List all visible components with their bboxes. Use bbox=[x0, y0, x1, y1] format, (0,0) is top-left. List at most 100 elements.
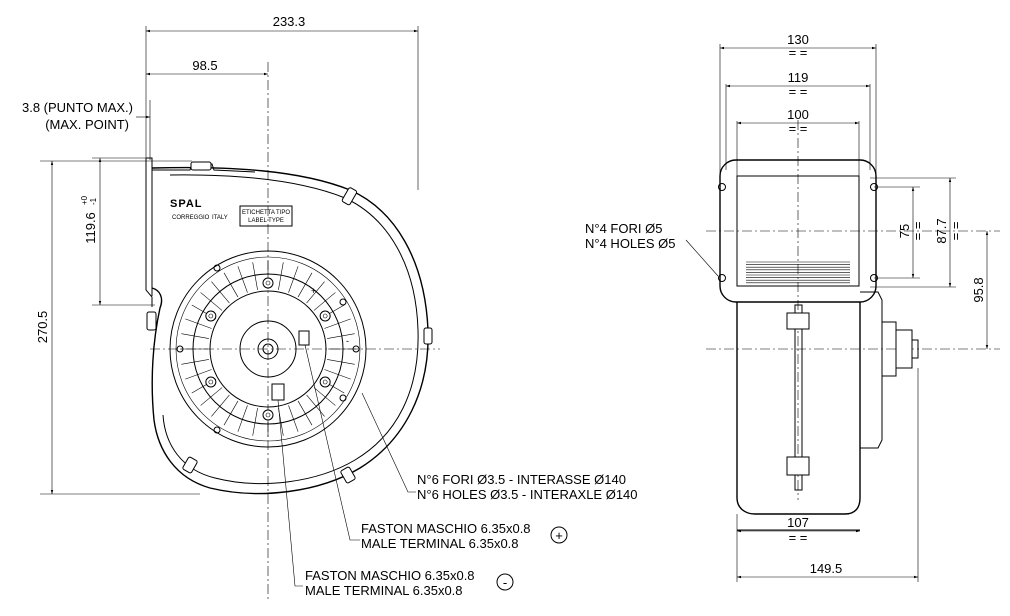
motor-body-circle bbox=[209, 290, 327, 408]
dim-270-5: 270.5 bbox=[35, 311, 50, 344]
mounting-hole-center bbox=[322, 313, 328, 319]
impeller-ring-2 bbox=[175, 256, 361, 442]
mounting-hole-center bbox=[265, 412, 271, 418]
cooling-fin bbox=[324, 369, 351, 380]
mount-dot-6 bbox=[352, 345, 360, 353]
note-max-point-it: 3.8 (PUNTO MAX.) bbox=[22, 100, 133, 115]
mount-dot-2 bbox=[339, 298, 347, 306]
cooling-fin bbox=[252, 408, 258, 436]
side-holes-leader bbox=[685, 239, 719, 277]
polarity-plus-mark: + bbox=[311, 286, 316, 296]
cooling-fin bbox=[181, 359, 209, 365]
dim-149-5: 149.5 bbox=[810, 561, 843, 576]
mounting-hole bbox=[205, 376, 217, 388]
holes-note-en: N°6 HOLES Ø3.5 - INTERAXLE Ø140 bbox=[417, 487, 638, 502]
side-hole-bl bbox=[718, 274, 726, 282]
mounting-hole bbox=[319, 376, 331, 388]
mounting-holes-front bbox=[205, 277, 331, 421]
mounting-hole bbox=[262, 409, 274, 421]
cooling-fin bbox=[313, 292, 336, 311]
dim-87-7: 87.7 bbox=[934, 218, 949, 243]
dim-130: 130 bbox=[787, 32, 809, 47]
side-view: 130 = = 119 = = 100 = = N°4 FORI Ø5 bbox=[585, 32, 1000, 582]
impeller-outer-ring bbox=[169, 250, 367, 448]
side-shaft-collar-top bbox=[786, 312, 810, 330]
side-scroll-body bbox=[736, 302, 861, 515]
terminal-minus-en: MALE TERMINAL 6.35x0.8 bbox=[305, 583, 463, 598]
minus-symbol: - bbox=[503, 575, 507, 590]
dim-75-eq: = = bbox=[910, 222, 925, 241]
dim-98-5: 98.5 bbox=[192, 58, 217, 73]
dim-233-3: 233.3 bbox=[273, 14, 306, 29]
cooling-fin bbox=[327, 333, 355, 339]
terminal-plus-it: FASTON MASCHIO 6.35x0.8 bbox=[361, 521, 531, 536]
side-hole-tl bbox=[718, 183, 726, 191]
brand-logo: SPAL bbox=[170, 198, 203, 210]
clip-bottom-left bbox=[182, 456, 198, 474]
mount-dot-4 bbox=[213, 426, 221, 434]
holes-note-it: N°6 FORI Ø3.5 - INTERASSE Ø140 bbox=[417, 472, 626, 487]
leader-terminal-plus bbox=[304, 344, 360, 541]
side-motor-housing bbox=[860, 291, 883, 449]
mounting-hole-center bbox=[322, 379, 328, 385]
terminal-minus bbox=[271, 383, 285, 401]
dim-119: 119 bbox=[788, 70, 809, 85]
dim-95-8: 95.8 bbox=[971, 277, 986, 302]
cooling-fin bbox=[200, 387, 223, 406]
dim-130-eq: = = bbox=[789, 45, 808, 60]
clip-bottom-right bbox=[340, 466, 356, 484]
plus-symbol-circle bbox=[550, 526, 568, 544]
dim-119-6: 119.6 bbox=[83, 212, 98, 244]
motor-hub-circle bbox=[239, 320, 297, 378]
mounting-hole-center bbox=[208, 313, 214, 319]
mount-dot-1 bbox=[213, 264, 221, 272]
scroll-housing-inner bbox=[162, 174, 419, 485]
side-outlet-flange bbox=[719, 159, 877, 303]
label-type-en: LABEL TYPE bbox=[248, 218, 284, 224]
cooling-fin bbox=[237, 405, 248, 432]
cooling-fin bbox=[324, 318, 351, 329]
mounting-hole bbox=[262, 277, 274, 289]
cooling-fin bbox=[297, 272, 313, 298]
front-view: 233.3 98.5 3.8 (PUNTO MAX.) (MAX. POINT)… bbox=[22, 14, 638, 600]
cooling-fin bbox=[288, 266, 299, 293]
clip-top bbox=[190, 161, 212, 171]
mounting-hole-center bbox=[265, 280, 271, 286]
cooling-fin bbox=[200, 292, 223, 311]
plus-symbol: + bbox=[555, 528, 563, 543]
cooling-fin bbox=[223, 400, 239, 426]
cooling-fin bbox=[185, 369, 212, 380]
dim-100-eq: = = bbox=[789, 121, 808, 136]
clip-right bbox=[423, 327, 433, 345]
cooling-fin bbox=[313, 387, 336, 406]
outlet-flange bbox=[145, 157, 153, 307]
dim-119-eq: = = bbox=[789, 84, 808, 99]
cooling-fin bbox=[306, 394, 325, 417]
side-shaft-collar-bottom bbox=[786, 456, 810, 476]
shaft-outer bbox=[257, 338, 279, 360]
side-holes-note-en: N°4 HOLES Ø5 bbox=[585, 236, 675, 251]
side-motor-terminal bbox=[895, 329, 913, 369]
cooling-fin bbox=[278, 262, 284, 290]
mounting-hole-center bbox=[208, 379, 214, 385]
mounting-hole bbox=[319, 310, 331, 322]
cooling-fin bbox=[327, 359, 355, 365]
leader-holes bbox=[361, 392, 416, 493]
mounting-hole bbox=[205, 310, 217, 322]
side-motor-terminal-tip bbox=[911, 339, 919, 359]
terminal-minus-it: FASTON MASCHIO 6.35x0.8 bbox=[305, 568, 475, 583]
cooling-fin bbox=[211, 281, 230, 304]
mount-dot-5 bbox=[176, 345, 184, 353]
dim-107-eq: = = bbox=[789, 530, 808, 545]
cooling-fin bbox=[223, 272, 239, 298]
terminal-plus bbox=[298, 330, 310, 346]
minus-symbol-circle bbox=[496, 573, 514, 591]
clip-right-upper bbox=[341, 187, 358, 206]
shaft-inner bbox=[262, 343, 274, 355]
side-outlet-opening bbox=[736, 175, 860, 287]
dim-119-6-tol-upper: +0 bbox=[80, 195, 89, 205]
dim-75: 75 bbox=[897, 224, 912, 238]
dim-119-6-tol-lower: -1 bbox=[89, 197, 98, 205]
brand-city: CORREGGIO bbox=[172, 215, 210, 221]
